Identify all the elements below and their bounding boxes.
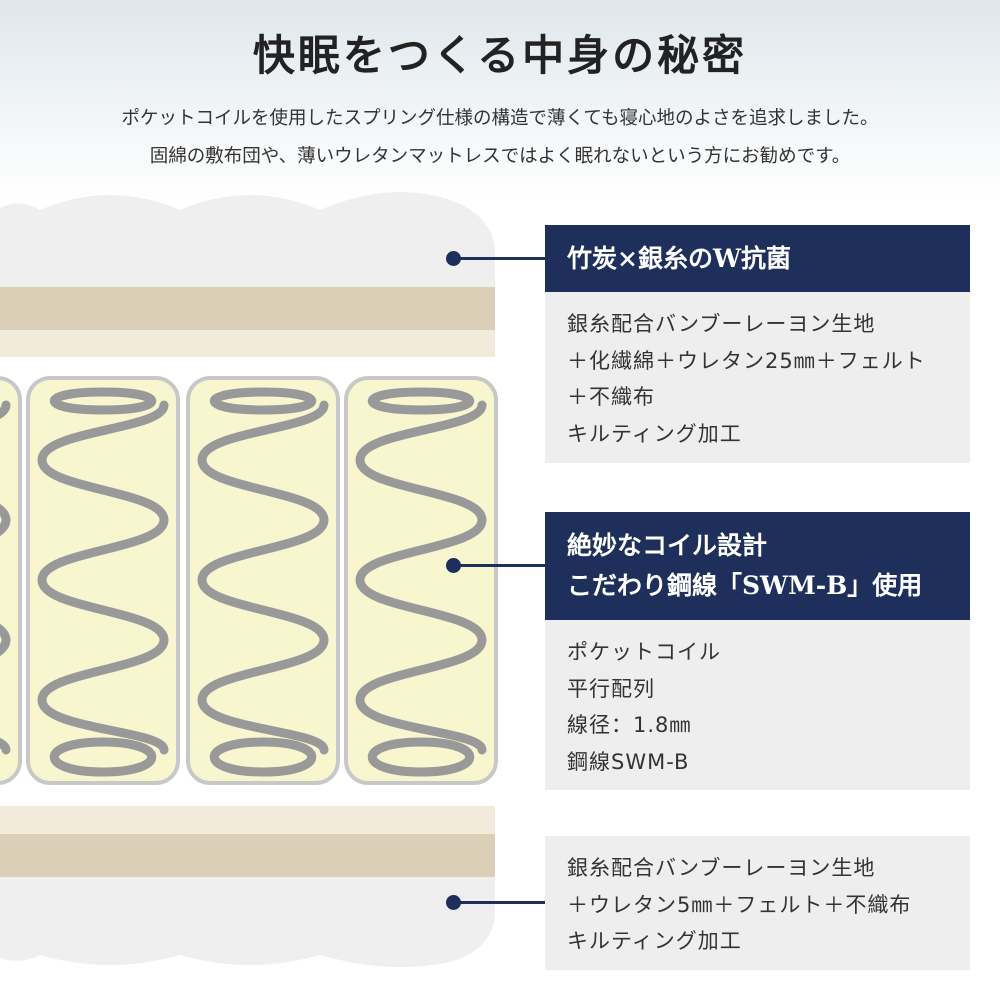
bottom-cream-layer: [0, 806, 495, 834]
top-tan-layer: [0, 287, 495, 330]
callout-body-coil: ポケットコイル 平行配列 線径：1.8㎜ 鋼線SWM-B: [545, 620, 970, 790]
spec-line: 線径：1.8㎜: [567, 713, 692, 737]
callout-title-top-layer: 竹炭×銀糸のW抗菌: [545, 225, 970, 292]
callout-body-top-layer: 銀糸配合バンブーレーヨン生地 ＋化繊綿＋ウレタン25㎜＋フェルト ＋不織布 キル…: [545, 292, 970, 463]
pocket-coils: [0, 376, 498, 785]
spec-line: ＋ウレタン5㎜＋フェルト＋不織布: [567, 892, 912, 917]
pocket-coil: [26, 376, 180, 785]
spec-line: キルティング加工: [567, 421, 742, 446]
spec-line: 銀糸配合バンブーレーヨン生地: [567, 312, 876, 336]
spec-line: ポケットコイル: [567, 640, 721, 664]
mattress-cross-section: [0, 192, 498, 968]
pocket-coil: [0, 376, 22, 785]
callout-title-line: 竹炭×銀糸のW抗菌: [567, 243, 792, 273]
subtitle-line-1: ポケットコイルを使用したスプリング仕様の構造で薄くても寝心地のよさを追求しました…: [121, 108, 879, 129]
bottom-quilted-layer: [0, 877, 495, 968]
callout-line-middle: [453, 564, 545, 567]
coil-spring: [197, 387, 329, 777]
spec-line: キルティング加工: [567, 929, 742, 953]
top-quilted-layer: [0, 192, 495, 287]
callout-title-line: 絶妙なコイル設計: [567, 531, 768, 560]
spec-line: ＋不織布: [567, 385, 655, 409]
callout-line-top: [453, 257, 545, 260]
callout-title-line: こだわり鋼線「SWM-B」使用: [567, 571, 923, 600]
spec-line: ＋化繊綿＋ウレタン25㎜＋フェルト: [567, 348, 926, 373]
subtitle-line-2: 固綿の敷布団や、薄いウレタンマットレスではよく眠れないという方にお勧めです。: [149, 146, 851, 167]
callout-body-bottom-layer: 銀糸配合バンブーレーヨン生地 ＋ウレタン5㎜＋フェルト＋不織布 キルティング加工: [545, 836, 970, 970]
spec-line: 鋼線SWM-B: [567, 749, 690, 774]
spec-line: 平行配列: [567, 676, 655, 701]
header-background: [0, 0, 1000, 200]
callout-line-bottom: [453, 901, 545, 904]
coil-pocket: [186, 376, 340, 785]
page-title: 快眠をつくる中身の秘密: [252, 31, 748, 80]
spec-line: 銀糸配合バンブーレーヨン生地: [567, 856, 876, 880]
callout-title-coil: 絶妙なコイル設計 こだわり鋼線「SWM-B」使用: [545, 512, 970, 620]
coil-spring: [37, 387, 169, 777]
pocket-coil: [344, 376, 498, 785]
pocket-coil: [186, 376, 340, 785]
coil-spring: [355, 387, 487, 777]
coil-pocket: [0, 376, 22, 785]
bottom-tan-layer: [0, 834, 495, 877]
top-cream-layer: [0, 330, 495, 357]
coil-pocket: [344, 376, 498, 785]
coil-pocket: [26, 376, 180, 785]
